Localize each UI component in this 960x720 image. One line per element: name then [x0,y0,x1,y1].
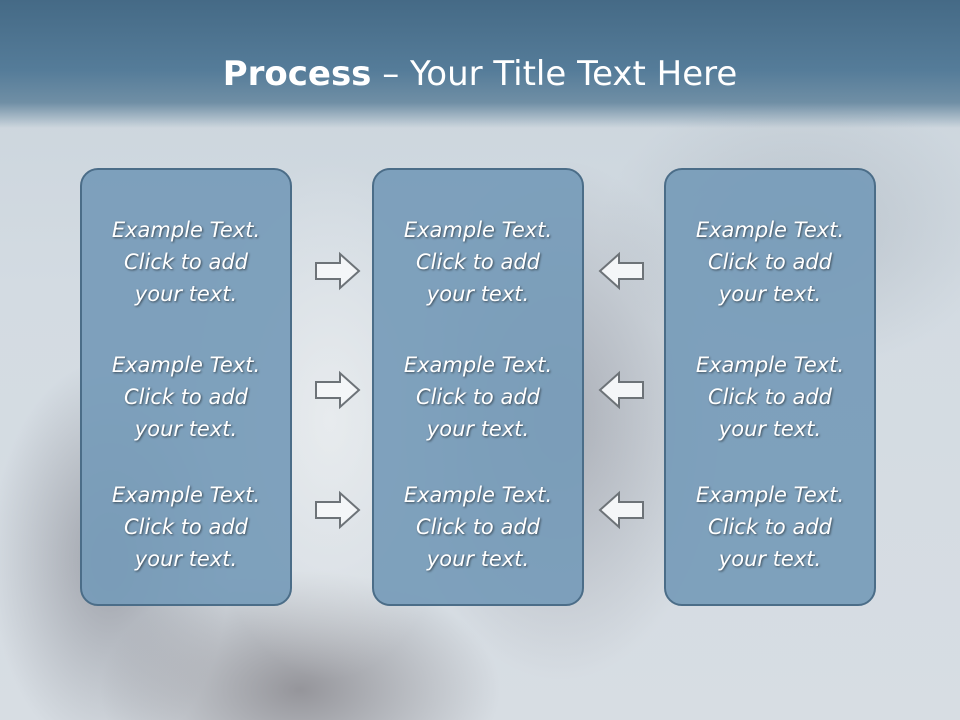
text-line: your text. [134,282,238,306]
arrow-left-icon [598,370,644,410]
title-bold: Process [222,54,372,94]
text-line: Click to add [415,385,540,409]
text-block[interactable]: Example Text. Click to add your text. [82,479,290,575]
process-box-right[interactable]: Example Text. Click to add your text. Ex… [664,168,876,606]
arrow-right-icon [315,251,361,291]
text-block[interactable]: Example Text. Click to add your text. [82,349,290,445]
text-line: Example Text. [695,218,845,242]
text-line: Example Text. [403,353,553,377]
slide-title[interactable]: Process – Your Title Text Here [0,52,960,96]
text-line: Example Text. [695,483,845,507]
text-block[interactable]: Example Text. Click to add your text. [82,214,290,310]
text-block[interactable]: Example Text. Click to add your text. [666,214,874,310]
text-line: Example Text. [403,218,553,242]
text-block[interactable]: Example Text. Click to add your text. [666,349,874,445]
text-line: Click to add [123,385,248,409]
text-line: Example Text. [695,353,845,377]
text-block[interactable]: Example Text. Click to add your text. [666,479,874,575]
text-line: Click to add [415,515,540,539]
text-line: your text. [426,417,530,441]
text-line: your text. [134,417,238,441]
text-block[interactable]: Example Text. Click to add your text. [374,214,582,310]
text-line: your text. [718,417,822,441]
arrow-right-icon [315,370,361,410]
text-line: Click to add [707,250,832,274]
text-line: your text. [426,282,530,306]
arrow-left-icon [598,251,644,291]
text-line: Example Text. [403,483,553,507]
arrow-left-icon [598,490,644,530]
title-rest: – Your Title Text Here [371,54,738,94]
text-line: Click to add [415,250,540,274]
text-line: your text. [718,547,822,571]
text-line: Click to add [707,515,832,539]
text-block[interactable]: Example Text. Click to add your text. [374,479,582,575]
text-line: your text. [426,547,530,571]
text-line: Example Text. [111,353,261,377]
text-line: Example Text. [111,483,261,507]
text-block[interactable]: Example Text. Click to add your text. [374,349,582,445]
arrow-right-icon [315,490,361,530]
text-line: Click to add [707,385,832,409]
header-band [0,0,960,128]
process-box-left[interactable]: Example Text. Click to add your text. Ex… [80,168,292,606]
text-line: your text. [134,547,238,571]
process-box-center[interactable]: Example Text. Click to add your text. Ex… [372,168,584,606]
text-line: Click to add [123,250,248,274]
text-line: your text. [718,282,822,306]
text-line: Example Text. [111,218,261,242]
text-line: Click to add [123,515,248,539]
